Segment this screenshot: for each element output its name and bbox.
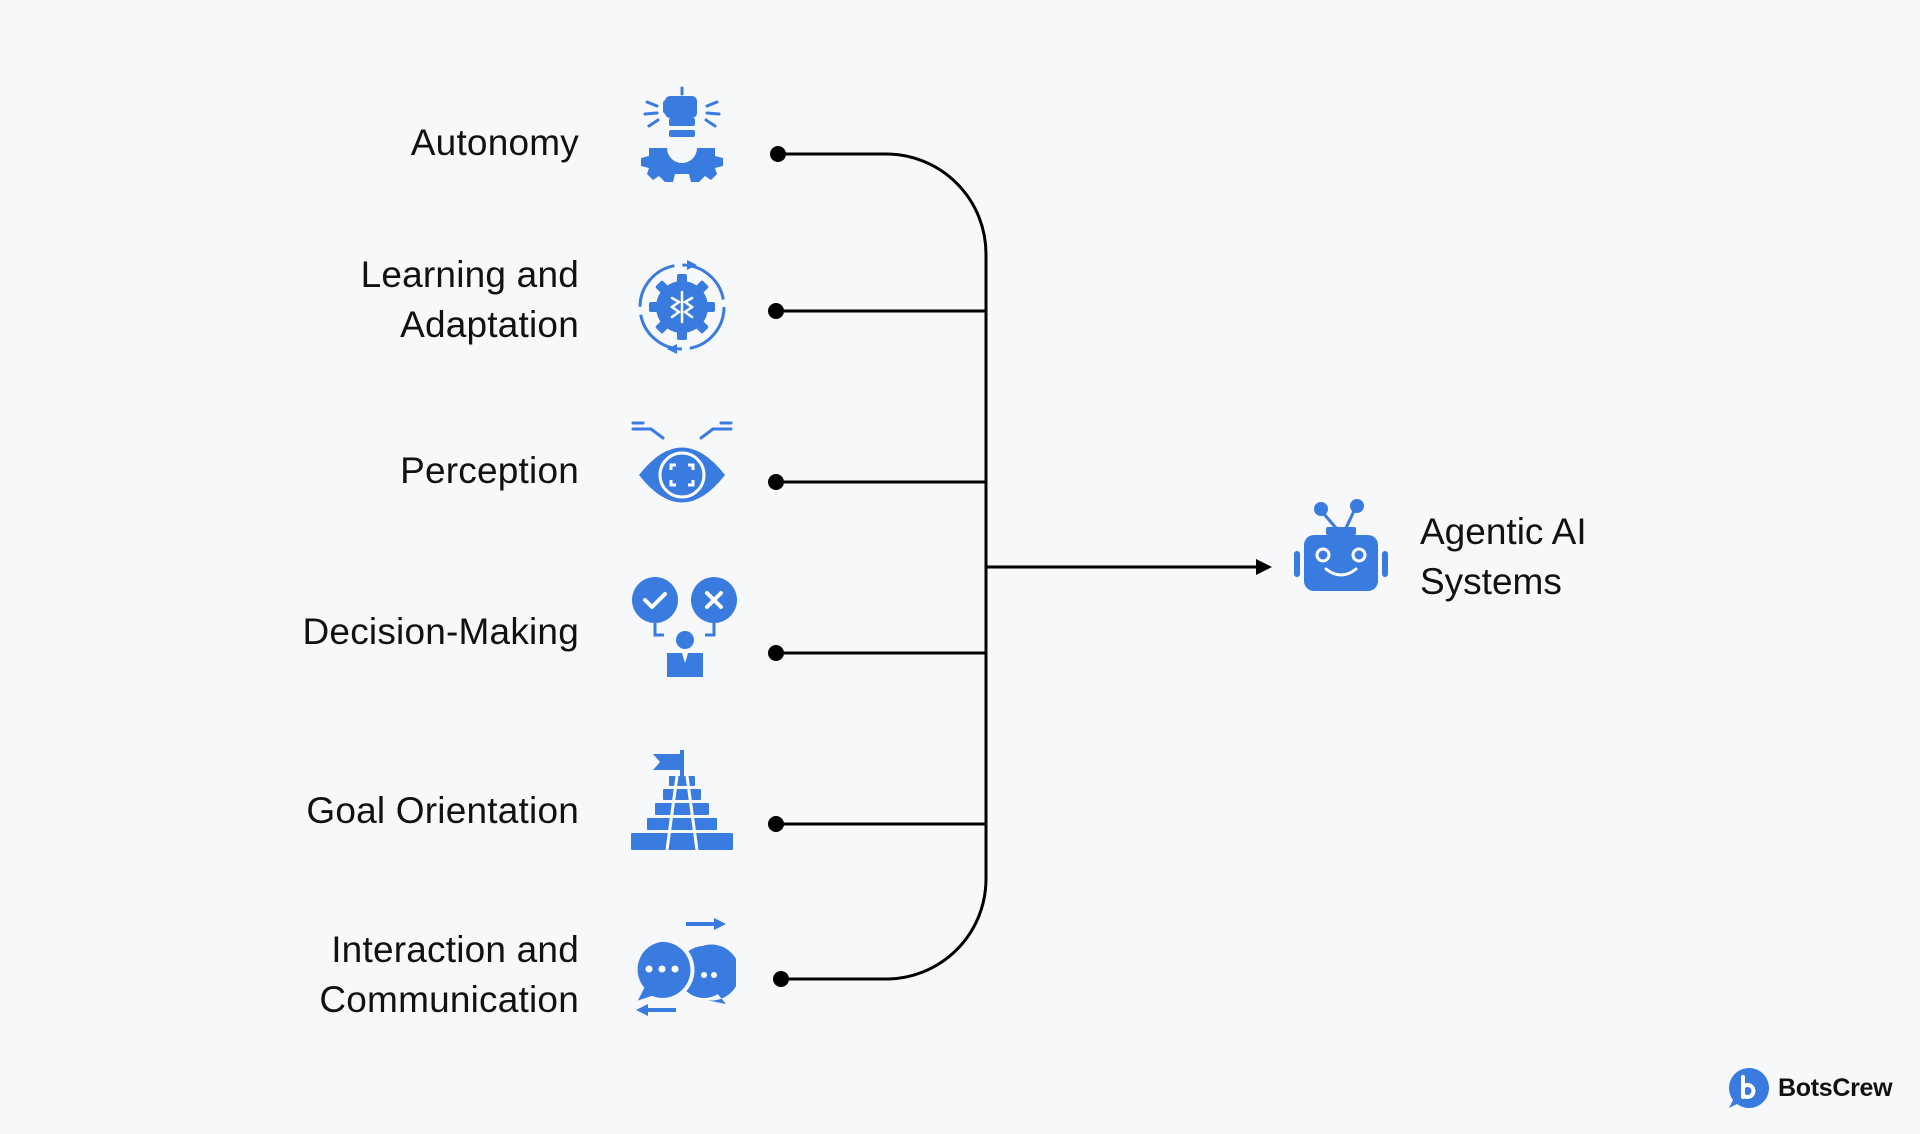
connector-dot bbox=[773, 971, 789, 987]
label-perception: Perception bbox=[159, 446, 579, 496]
target-label-line: Agentic AI bbox=[1420, 511, 1587, 552]
label-line: Adaptation bbox=[400, 304, 579, 345]
label-line: Interaction and bbox=[331, 929, 579, 970]
chat-bubbles-icon bbox=[626, 912, 736, 1022]
robot-icon bbox=[1286, 495, 1396, 605]
label-interaction-and-communication: Interaction and Communication bbox=[159, 925, 579, 1025]
connector-dot bbox=[770, 146, 786, 162]
label-line: Perception bbox=[400, 450, 579, 491]
arrow-head bbox=[1256, 559, 1272, 575]
label-line: Goal Orientation bbox=[306, 790, 579, 831]
connector-dot bbox=[768, 474, 784, 490]
label-line: Communication bbox=[319, 979, 579, 1020]
brand-name: BotsCrew bbox=[1778, 1073, 1893, 1102]
label-line: Decision-Making bbox=[302, 611, 579, 652]
connector-interaction bbox=[781, 462, 988, 981]
brain-gear-cycle-icon bbox=[627, 252, 737, 362]
brand: BotsCrew bbox=[1728, 1066, 1893, 1110]
eye-scan-icon bbox=[627, 420, 737, 530]
target-label-line: Systems bbox=[1420, 561, 1562, 602]
label-learning-and-adaptation: Learning and Adaptation bbox=[159, 250, 579, 350]
fist-gear-icon bbox=[627, 86, 737, 196]
label-autonomy: Autonomy bbox=[159, 118, 579, 168]
label-decision-making: Decision-Making bbox=[159, 607, 579, 657]
connector-autonomy bbox=[778, 152, 988, 462]
connector-dot bbox=[768, 816, 784, 832]
target-label: Agentic AI Systems bbox=[1420, 507, 1587, 607]
decision-person-icon bbox=[630, 573, 740, 683]
botscrew-logo-icon bbox=[1729, 1068, 1769, 1108]
label-line: Autonomy bbox=[410, 122, 579, 163]
flag-stairs-icon bbox=[627, 748, 737, 858]
connector-dot bbox=[768, 303, 784, 319]
label-goal-orientation: Goal Orientation bbox=[159, 786, 579, 836]
label-line: Learning and bbox=[360, 254, 579, 295]
connector-dot bbox=[768, 645, 784, 661]
